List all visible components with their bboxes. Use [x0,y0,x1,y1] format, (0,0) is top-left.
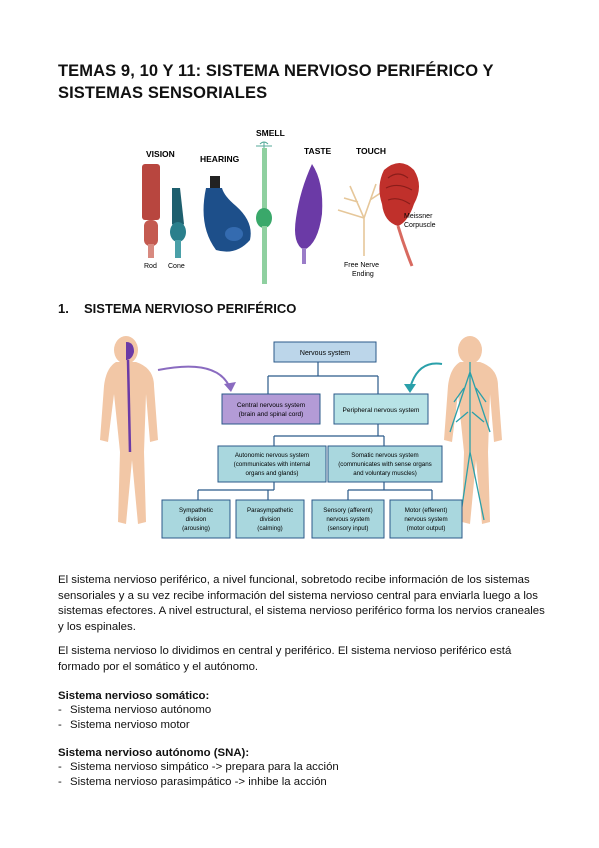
label-cone: Cone [168,263,185,270]
list-item: -Sistema nervioso simpático -> prepara p… [58,761,339,773]
box-parasympathetic [235,499,305,539]
box-somatic [327,445,443,483]
rod-cell-icon [142,164,160,258]
text-motor-2: nervous system [404,516,447,523]
dash-bullet: - [58,761,62,773]
label-hearing: HEARING [200,154,240,164]
text-sens-2: nervous system [326,516,369,523]
section-number: 1. [58,301,69,316]
box-sympathetic [161,499,231,539]
label-meissner-2: Corpuscle [404,222,436,229]
box-sensory [311,499,385,539]
label-vision: VISION [146,149,175,159]
page-title: TEMAS 9, 10 Y 11: SISTEMA NERVIOSO PERIF… [58,62,494,102]
text-sens-1: Sensory (afferent) [323,507,372,514]
text-pns: Peripheral nervous system [343,407,420,414]
label-taste: TASTE [304,146,332,156]
diagram-connectors [197,360,433,500]
text-cns-1: Central nervous system [237,402,305,409]
text-para-2: division [260,516,281,523]
text-soma-3: and voluntary muscles) [353,470,417,477]
section-heading: 1. SISTEMA NERVIOSO PERIFÉRICO [58,301,296,316]
text-symp-3: (arousing) [182,525,210,532]
list-item: -Sistema nervioso parasimpático -> inhib… [58,775,327,788]
text-soma-1: Somatic nervous system [351,452,418,459]
hair-cell-icon [203,176,251,252]
text-cns-2: (brain and spinal cord) [239,411,304,418]
autonomic-heading: Sistema nervioso autónomo (SNA): [58,747,250,759]
sensory-receptors-figure: VISION HEARING SMELL TASTE TOUCH Rod Con… [142,128,436,284]
box-pns [333,393,429,425]
human-figure-left-icon [100,336,158,524]
nervous-system-diagram: Nervous system Central nervous system (b… [100,336,502,539]
text-motor-1: Motor (efferent) [405,507,448,514]
label-smell: SMELL [256,128,285,138]
human-figure-right-icon [444,336,502,524]
arrow-to-cns-icon [157,365,231,389]
box-nervous-system [273,341,377,363]
somatic-list: -Sistema nervioso autónomo -Sistema nerv… [58,703,211,732]
label-free-nerve-2: Ending [352,271,374,278]
autonomic-list: -Sistema nervioso simpático -> prepara p… [58,760,339,789]
text-sens-3: (sensory input) [328,525,369,532]
text-para-3: (calming) [257,525,282,532]
text-para-1: Parasympathetic [247,507,293,514]
box-autonomic [217,445,327,483]
text-auto-1: Autonomic nervous system [235,452,309,459]
arrow-to-pns-icon [409,362,443,389]
box-motor [389,499,463,539]
label-rod: Rod [144,263,157,270]
box-cns [221,393,321,425]
free-nerve-ending-icon [337,183,383,256]
text-auto-3: organs and glands) [246,470,299,477]
text-soma-2: (communicates with sense organs [338,461,432,468]
label-touch: TOUCH [356,146,386,156]
text-nervous: Nervous system [300,350,350,357]
text-symp-1: Sympathetic [179,507,213,514]
paragraph-functional: El sistema nervioso periférico, a nivel … [58,574,545,633]
text-motor-3: (motor output) [407,525,446,532]
text-symp-2: division [186,516,207,523]
label-meissner-1: Meissner [404,213,433,220]
list-item: -Sistema nervioso autónomo [58,704,212,716]
taste-cell-icon [295,164,323,264]
section-title: SISTEMA NERVIOSO PERIFÉRICO [84,301,297,316]
olfactory-cell-icon [256,141,272,284]
dash-bullet: - [58,718,62,731]
list-item: -Sistema nervioso motor [58,718,190,731]
dash-bullet: - [58,704,62,716]
text-auto-2: (communicates with internal [234,461,311,468]
dash-bullet: - [58,775,62,788]
somatic-heading: Sistema nervioso somático: [58,690,210,702]
paragraph-division: El sistema nervioso lo dividimos en cent… [58,645,512,673]
cone-cell-icon [170,188,186,258]
label-free-nerve-1: Free Nerve [344,262,379,269]
meissner-corpuscle-icon [379,163,419,267]
